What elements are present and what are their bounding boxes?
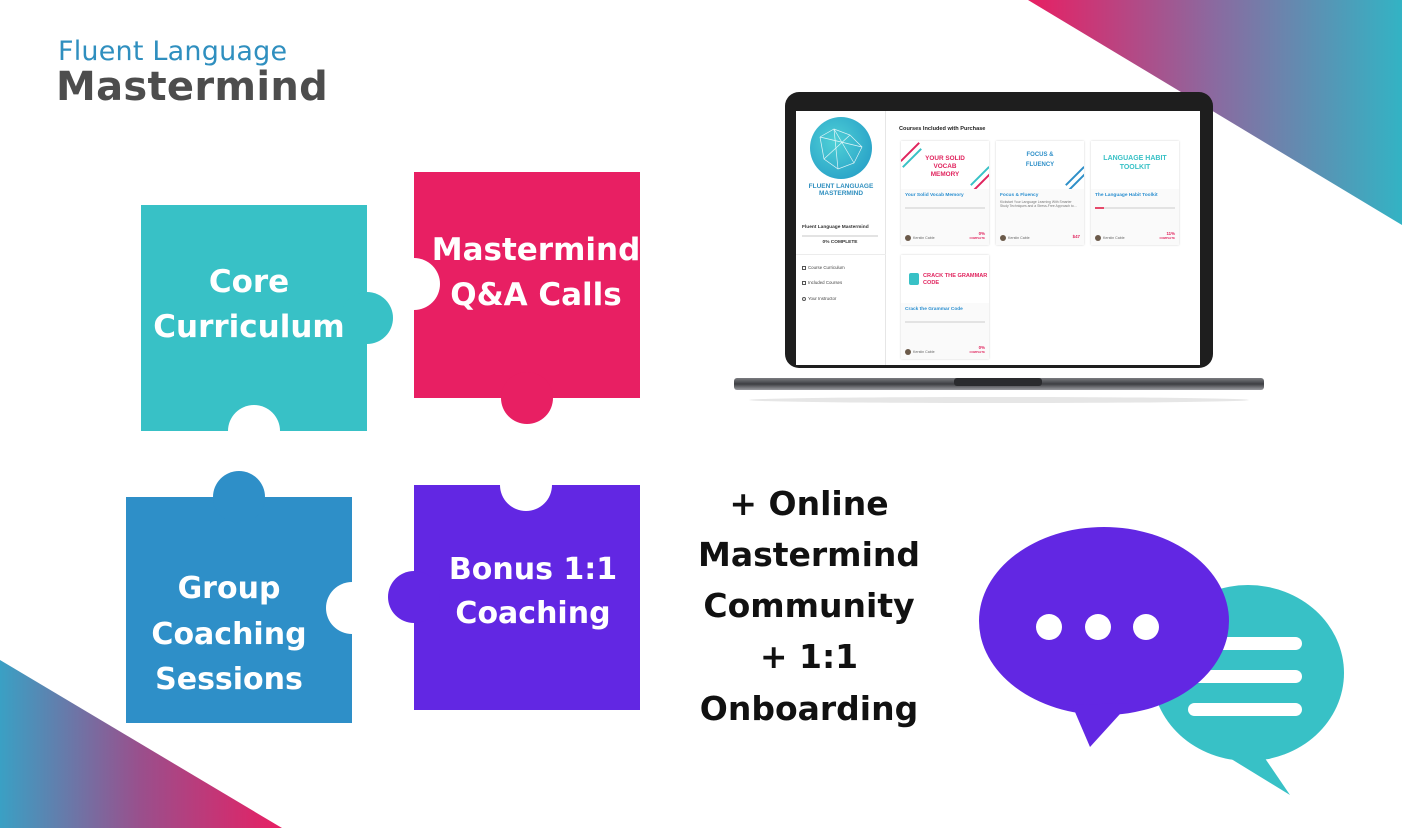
course-price: $47 [1072,234,1080,240]
puzzle-piece-group [126,471,352,723]
course-status: 0%COMPLETE [969,345,985,354]
author-avatar [1000,235,1006,241]
laptop-base [734,378,1264,403]
nav-course-curriculum[interactable]: Course Curriculum [802,265,845,270]
courses-icon [802,281,806,285]
nav-included-courses[interactable]: Included Courses [802,280,842,285]
brand-subtitle: Fluent Language [58,36,288,67]
author-name: Kerstin Cable [1103,236,1125,240]
mastermind-logo-icon [810,117,872,179]
nav-label: Included Courses [808,280,843,285]
laptop-screen: FLUENT LANGUAGE MASTERMIND Fluent Langua… [796,111,1200,365]
feature-line: Onboarding [699,688,919,728]
chat-bubbles-icon [979,527,1344,795]
author-name: Kerstin Cable [913,236,935,240]
sidebar-divider [796,254,886,255]
instructor-icon [802,297,806,301]
course-card[interactable]: LANGUAGE HABIT TOOLKIT The Language Habi… [1091,141,1179,245]
puzzle-piece-qa [414,172,640,424]
course-thumbnail: LANGUAGE HABIT TOOLKIT [1091,141,1179,189]
course-progress-bar [905,207,985,209]
bonus-coaching-label: Bonus 1:1 Coaching [448,552,618,631]
course-progress-fill [1095,207,1104,209]
lock-icon [909,273,919,285]
author-avatar [905,235,911,241]
thumbnail-title: LANGUAGE HABIT TOOLKIT [1103,155,1167,171]
feature-line: Community [703,586,915,626]
course-card[interactable]: CRACK THE GRAMMAR CODE Crack the Grammar… [901,255,989,359]
feature-line: + 1:1 [759,637,859,677]
author-name: Kerstin Cable [913,350,935,354]
course-name: Focus & Fluency [1000,193,1039,198]
author-avatar [1095,235,1101,241]
puzzle-piece-core [141,205,393,431]
nav-your-instructor[interactable]: Your Instructor [802,296,836,301]
course-card[interactable]: FOCUS & FLUENCY Focus & Fluency Kickstar… [996,141,1084,245]
puzzle-notch-bonus-top [500,459,552,511]
author-avatar [905,349,911,355]
ellipsis-icon [1036,614,1159,640]
feature-text: + Online Mastermind Community + 1:1 Onbo… [678,478,940,734]
sidebar-course-title: Fluent Language Mastermind [802,225,869,230]
course-progress-bar [1095,207,1175,209]
puzzle-notch-group-right [326,582,378,634]
course-status: 0%COMPLETE [969,231,985,240]
course-thumbnail: FOCUS & FLUENCY [996,141,1084,189]
puzzle-piece-bonus [388,485,640,710]
course-progress-bar [905,321,985,323]
nav-label: Course Curriculum [808,265,845,270]
course-card[interactable]: YOUR SOLID VOCAB MEMORY Your Solid Vocab… [901,141,989,245]
curriculum-icon [802,266,806,270]
brand-title: Mastermind [56,64,329,110]
qa-calls-label: Mastermind Q&A Calls [431,232,641,313]
course-name: Crack the Grammar Code [905,307,963,312]
feature-line: + Online [729,484,889,523]
core-curriculum-label: Core Curriculum [153,264,345,345]
course-description: Kickstart Your Language Learning With Sm… [1000,200,1077,209]
group-coaching-label: Group Coaching Sessions [151,571,307,698]
course-name: The Language Habit Toolkit [1095,193,1158,198]
puzzle-notch-qa-left [388,258,440,310]
nav-label: Your Instructor [808,296,837,301]
thumbnail-title: FOCUS & FLUENCY [1025,152,1055,168]
puzzle-notch-core-bottom [228,405,280,457]
author-name: Kerstin Cable [1008,236,1030,240]
sidebar-progress-bar [802,235,878,237]
sidebar-logo-text: FLUENT LANGUAGE MASTERMIND [808,183,874,198]
feature-line: Mastermind [698,535,920,575]
thumbnail-title: CRACK THE GRAMMAR CODE [923,273,988,286]
course-name: Your Solid Vocab Memory [905,193,964,198]
course-thumbnail: CRACK THE GRAMMAR CODE [901,255,989,303]
thumbnail-title: YOUR SOLID VOCAB MEMORY [925,155,965,178]
course-sidebar: FLUENT LANGUAGE MASTERMIND Fluent Langua… [796,111,886,365]
sidebar-progress-text: 0% COMPLETE [822,240,858,245]
course-status: 11%COMPLETE [1159,231,1175,240]
included-courses-title: Courses Included with Purchase [899,126,986,132]
course-thumbnail: YOUR SOLID VOCAB MEMORY [901,141,989,189]
